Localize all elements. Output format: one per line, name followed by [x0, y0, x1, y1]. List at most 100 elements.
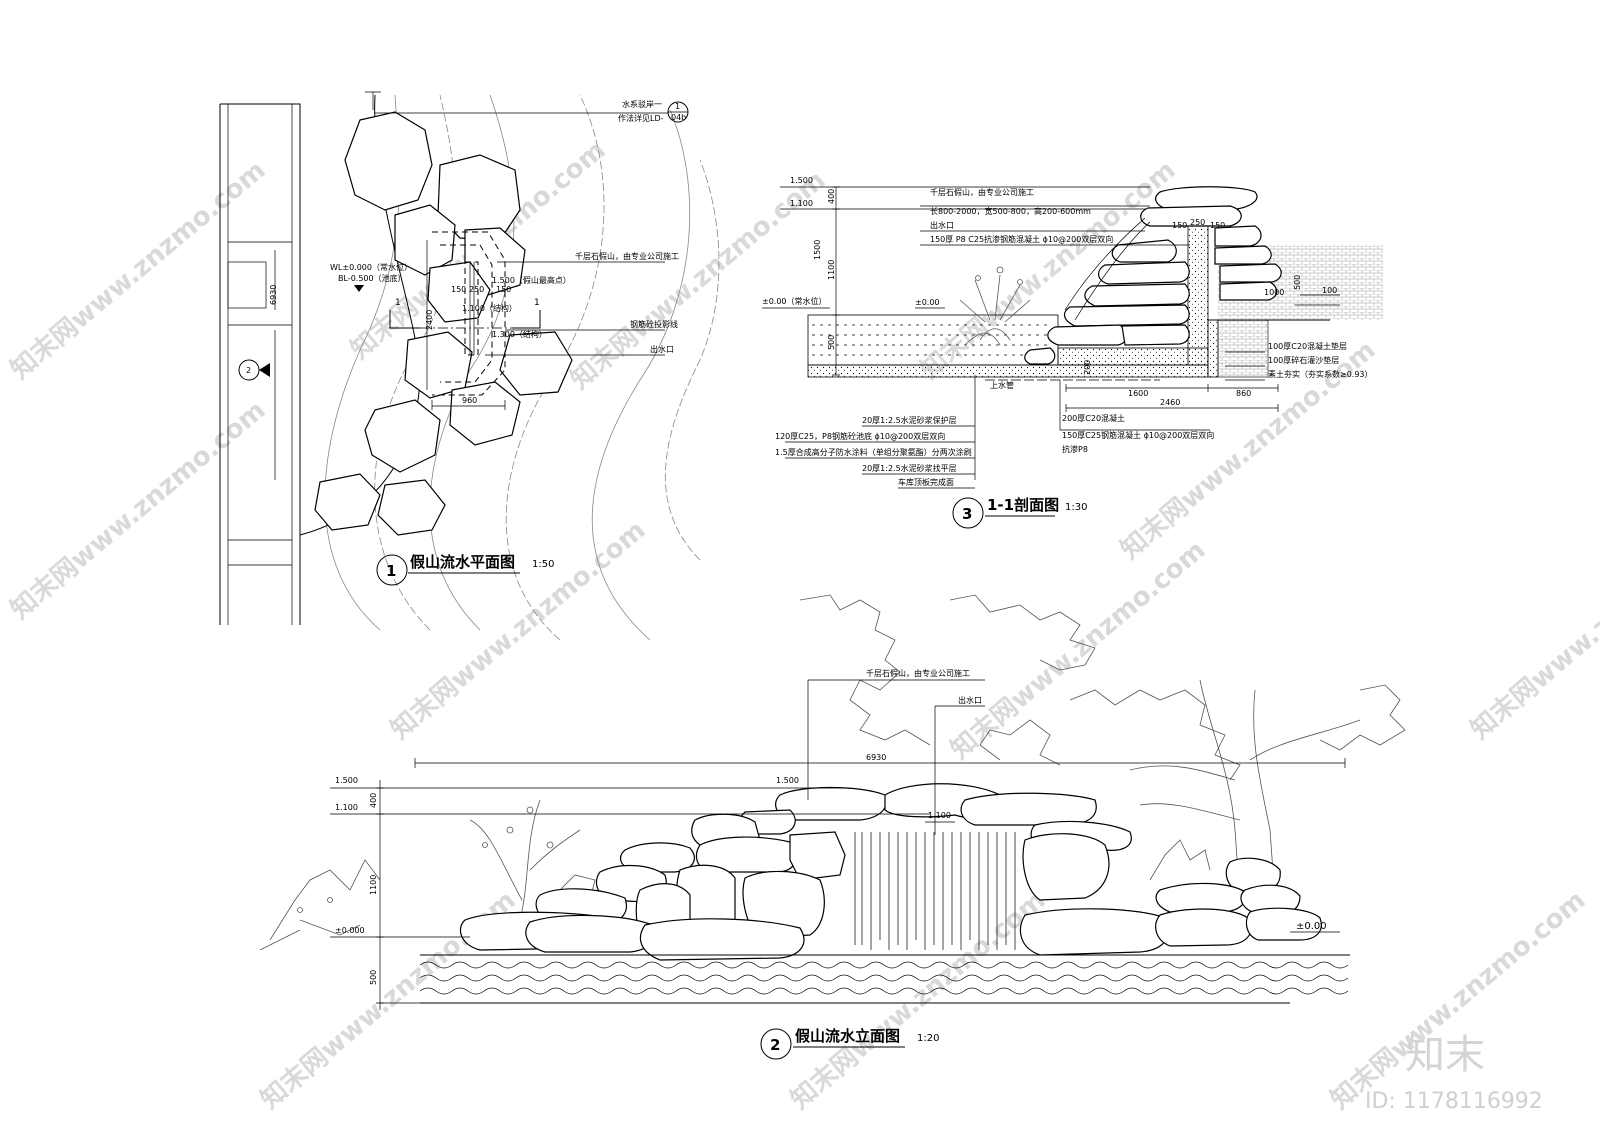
section-note: 150厚 P8 C25抗渗钢筋混凝土 ϕ10@200双层双向 — [930, 234, 1113, 244]
elevation-note: 出水口 — [958, 695, 982, 705]
layer-note: 100厚碎石灌沙垫层 — [1268, 355, 1339, 365]
watermark-text: 知末网www.znzmo.com — [945, 535, 1211, 765]
dim-label: 500 — [827, 335, 836, 350]
dim-label: 2460 — [1160, 398, 1180, 407]
level-label: 1.100 — [928, 811, 951, 820]
layer-note: 20厚1:2.5水泥砂浆找平层 — [862, 463, 957, 473]
level-label: 1.500 — [790, 176, 813, 185]
elevation-title: 假山流水立面图 — [795, 1027, 900, 1045]
section-ref-2: 2 — [246, 366, 251, 375]
dimension-2400: 2400 — [425, 310, 434, 330]
wl-label: WL±0.000（常水位） — [330, 262, 412, 272]
dim-label: 250 — [469, 285, 484, 294]
rebar-projection — [432, 231, 506, 396]
dim-label: 500 — [1293, 275, 1302, 290]
revetment-note: 水系驳岸一 — [622, 99, 662, 109]
level-label: 1.100 — [335, 803, 358, 812]
dim-label: 500 — [369, 970, 378, 985]
elevation-rocks — [459, 783, 1322, 961]
dim-label: 400 — [369, 793, 378, 808]
base-note: 抗渗P8 — [1062, 444, 1088, 454]
dim-label: 200 — [1083, 360, 1092, 375]
height-label: 1.300（结构） — [492, 329, 547, 339]
dimension-6930: 6930 — [269, 285, 278, 305]
section-plants — [959, 266, 1031, 346]
section-number-circle — [952, 497, 984, 529]
height-label: 1.500（假山最高点） — [492, 275, 571, 285]
rebar-note: 钢筋砼投影线 — [630, 319, 678, 329]
layer-note: 1.5厚合成高分子防水涂料（单组分聚氨酯）分两次涂刷 — [775, 447, 972, 457]
watermark-id: ID: 1178116992 — [1365, 1089, 1543, 1114]
elevation-number-circle — [760, 1028, 792, 1060]
layer-note: 素土夯实（夯实系数≥0.93） — [1268, 369, 1373, 379]
dim-label: 1600 — [1128, 389, 1148, 398]
dim-label: 1100 — [369, 875, 378, 895]
section-rocks — [1024, 186, 1282, 365]
path-strip: 2 6930 — [219, 103, 301, 625]
dim-label: 150 — [496, 285, 511, 294]
layer-note: 120厚C25，P8钢筋砼池底 ϕ10@200双层双向 — [775, 431, 945, 441]
section-cut-1: 1 1 — [389, 298, 541, 329]
elevation-number: 2 — [770, 1036, 780, 1054]
plan-view: 2 6930 — [219, 91, 720, 641]
elevation-scale: 1:20 — [917, 1033, 939, 1044]
level-label: 1.500 — [335, 776, 358, 785]
dim-label: 860 — [1236, 389, 1251, 398]
watermark-text: 知末网www.znzmo.com — [785, 885, 1051, 1115]
tree-canopy — [799, 594, 1406, 901]
plan-number: 1 — [386, 562, 396, 580]
plan-scale: 1:50 — [532, 559, 554, 570]
section-note: 长800-2000，宽500-800，高200-600mm — [930, 206, 1091, 216]
dimension-960: 960 — [462, 396, 477, 405]
level-label: 1.500 — [776, 776, 799, 785]
level-label: ±0.00 — [915, 298, 940, 307]
dim-label: 150 — [1210, 221, 1225, 230]
base-note: 200厚C20混凝土 — [1062, 413, 1125, 423]
bl-label: BL-0.500（池底） — [338, 273, 406, 283]
section-title: 1-1剖面图 — [987, 496, 1059, 514]
dim-label: 6930 — [866, 753, 886, 762]
level-label: ±0.00（常水位） — [762, 296, 827, 306]
elevation-view: 1.500 1.100 ±0.000 400 1100 500 1.500 1.… — [259, 594, 1406, 1060]
watermark-text: 知末网www.znzmo.com — [385, 515, 651, 745]
dim-label: 250 — [1190, 218, 1205, 227]
section-label: 1 — [395, 298, 401, 308]
watermark-text: 知末网www.znzmo.com — [5, 155, 271, 385]
height-label: 1.100（结构） — [462, 303, 517, 313]
dim-label: 1500 — [813, 240, 822, 260]
section-label: 1 — [534, 298, 540, 308]
layer-note: 车库顶板完成面 — [898, 477, 954, 487]
elevation-levels: 1.500 1.100 ±0.000 400 1100 500 1.500 1.… — [330, 753, 1346, 1010]
level-label: ±0.000 — [335, 926, 365, 935]
layer-note: 100厚C20混凝土垫层 — [1268, 341, 1347, 351]
rockery-note: 千层石假山，由专业公司施工 — [575, 251, 679, 261]
waterfall — [854, 832, 1016, 950]
plan-rocks — [314, 111, 573, 536]
section-scale: 1:30 — [1065, 502, 1087, 513]
outlet-note: 出水口 — [650, 344, 674, 354]
level-label: 1.100 — [790, 199, 813, 208]
level-label: ±0.00 — [1296, 921, 1327, 932]
section-note: 出水口 — [930, 220, 954, 230]
ground-line — [419, 954, 1350, 1004]
section-number: 3 — [962, 505, 972, 523]
ref-number: 1 — [675, 102, 680, 111]
elevation-note: 千层石假山，由专业公司施工 — [866, 668, 970, 678]
dim-label: 1100 — [827, 260, 836, 280]
watermark-text: 知末网www.znzmo.com — [5, 395, 271, 625]
left-shrubs — [259, 799, 1211, 951]
dim-label: 1000 — [1264, 288, 1284, 297]
watermark-text: 知末网www.znzmo.com — [1465, 515, 1600, 745]
base-note: 150厚C25钢筋混凝土 ϕ10@200双层双向 — [1062, 430, 1214, 440]
section-levels: 1.500 1.100 400 1500 1100 500 ±0.00（常水位）… — [762, 176, 1150, 376]
ref-sheet: 04b — [671, 113, 686, 122]
dim-label: 150 — [1172, 221, 1187, 230]
section-view: 1.500 1.100 400 1500 1100 500 ±0.00（常水位）… — [762, 176, 1383, 529]
section-note: 千层石假山，由专业公司施工 — [930, 187, 1034, 197]
revetment-note: 作法详见LD- — [618, 113, 664, 123]
pipe-label: 上水管 — [990, 380, 1014, 390]
dim-label: 150 — [451, 285, 466, 294]
layer-note: 20厚1:2.5水泥砂浆保护层 — [862, 415, 957, 425]
plan-number-circle — [376, 554, 408, 586]
